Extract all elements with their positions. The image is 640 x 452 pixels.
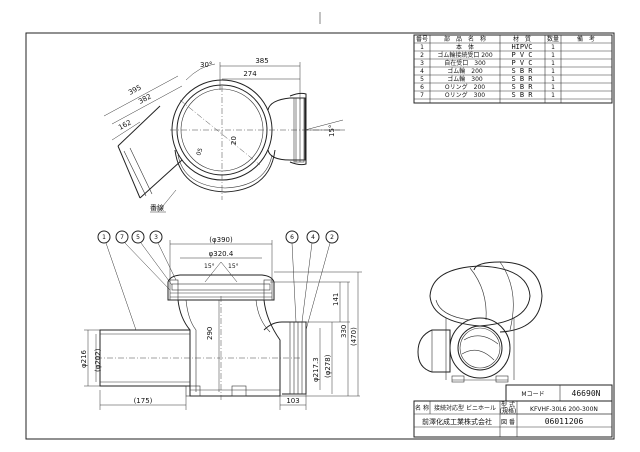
row-name: 自在受口 300 xyxy=(444,59,486,67)
row-qty: 1 xyxy=(551,44,555,51)
header-no: 番号 xyxy=(416,36,428,43)
balloon-label: 1 xyxy=(102,234,106,241)
dim-385: 385 xyxy=(255,57,268,65)
row-material: HIPVC xyxy=(511,43,532,51)
row-qty: 1 xyxy=(551,92,555,99)
model-label-line1: 型 式 xyxy=(501,401,515,409)
dim-103: 103 xyxy=(286,397,299,405)
row-material: S B R xyxy=(511,91,533,99)
table-row: 2 ゴム輪接続受口 200 P V C 1 xyxy=(420,51,555,59)
top-view: 385 274 30° 395 382 162 05 20 xyxy=(103,57,345,213)
balloon-label: 5 xyxy=(136,234,140,241)
row-name: ゴム輪接続受口 200 xyxy=(437,51,493,59)
dim-phi320: φ320.4 xyxy=(209,250,234,258)
isometric-view xyxy=(417,261,543,383)
balloon-label: 7 xyxy=(120,234,124,241)
dim-382: 382 xyxy=(137,92,153,105)
dim-phi202: (φ202) xyxy=(94,348,102,372)
header-note: 備 考 xyxy=(577,35,595,43)
row-name: ゴム輪 300 xyxy=(447,75,483,83)
angle-30: 30° xyxy=(200,61,212,69)
parts-table: 番号 部 品 名 称 材 質 数量 備 考 1 本 体 HIPVC 1 2 ゴム… xyxy=(413,34,613,104)
dim-20: 20 xyxy=(230,136,238,145)
model-value: KFVHF-30L6 200-300N xyxy=(530,406,598,413)
header-name: 部 品 名 称 xyxy=(444,35,486,43)
table-row: 7 Oリング 300 S B R 1 xyxy=(420,91,555,99)
header-material: 材 質 xyxy=(513,35,531,43)
drawing-border xyxy=(25,32,615,440)
row-no: 4 xyxy=(420,68,424,75)
balloon-6: 6 xyxy=(285,230,299,323)
dim-phi217: φ217.3 xyxy=(312,357,320,382)
row-qty: 1 xyxy=(551,60,555,67)
dim-395: 395 xyxy=(127,83,143,96)
balloon-5: 5 xyxy=(131,230,173,286)
code-value: 46690N xyxy=(572,389,601,398)
row-qty: 1 xyxy=(551,52,555,59)
angle-15a: 15° xyxy=(204,263,215,270)
code-label: Mコード xyxy=(521,391,544,398)
balloon-label: 4 xyxy=(311,234,315,241)
row-name: ゴム輪 200 xyxy=(447,67,483,75)
model-label-line2: (規格) xyxy=(500,407,517,415)
drawing-number: 06011206 xyxy=(545,417,584,426)
row-qty: 1 xyxy=(551,68,555,75)
company-name: 前澤化成工業株式会社 xyxy=(422,417,492,426)
radius-05: 05 xyxy=(195,147,204,157)
table-row: 3 自在受口 300 P V C 1 xyxy=(420,59,555,67)
table-row: 1 本 体 HIPVC 1 xyxy=(420,43,555,51)
row-no: 3 xyxy=(420,60,424,67)
row-name: Oリング 300 xyxy=(445,91,485,99)
dim-phi278: (φ278) xyxy=(324,354,332,378)
dim-290: 290 xyxy=(206,327,214,340)
row-material: P V C xyxy=(511,51,532,59)
balloon-label: 2 xyxy=(330,234,334,241)
angle-15: 15° xyxy=(328,125,336,137)
callout-wire: 番線 xyxy=(150,203,164,212)
name-value: 接続対応型 ビニホール xyxy=(434,404,496,412)
balloon-2: 2 xyxy=(305,230,339,331)
balloon-7: 7 xyxy=(115,230,171,291)
row-name: Oリング 200 xyxy=(445,83,485,91)
row-material: S B R xyxy=(511,83,533,91)
row-material: S B R xyxy=(511,75,533,83)
balloon-3: 3 xyxy=(149,230,177,281)
side-socket-inner xyxy=(457,325,503,371)
drawing-label: 図 番 xyxy=(501,419,515,426)
table-row: 5 ゴム輪 300 S B R 1 xyxy=(420,75,555,83)
front-view: 1 7 5 3 6 4 2 xyxy=(80,230,362,410)
table-row: 6 Oリング 200 S B R 1 xyxy=(420,83,555,91)
dim-141: 141 xyxy=(332,293,340,306)
balloon-label: 6 xyxy=(290,234,294,241)
dim-274: 274 xyxy=(243,70,257,78)
dim-162: 162 xyxy=(117,118,133,131)
row-material: S B R xyxy=(511,67,533,75)
row-no: 2 xyxy=(420,52,424,59)
row-material: P V C xyxy=(511,59,532,67)
row-no: 7 xyxy=(420,92,424,99)
title-block: Mコード 46690N 名 称 接続対応型 ビニホール 型 式 (規格) KFV… xyxy=(413,384,613,438)
row-no: 1 xyxy=(420,44,424,51)
table-row: 4 ゴム輪 200 S B R 1 xyxy=(420,67,555,75)
row-qty: 1 xyxy=(551,84,555,91)
name-label: 名 称 xyxy=(415,404,429,412)
angle-15b: 15° xyxy=(228,263,239,270)
dim-330: 330 xyxy=(340,325,348,338)
row-name: 本 体 xyxy=(456,43,474,51)
balloon-label: 3 xyxy=(154,234,158,241)
row-no: 6 xyxy=(420,84,424,91)
balloon-1: 1 xyxy=(97,230,137,331)
row-qty: 1 xyxy=(551,76,555,83)
side-socket-outer xyxy=(449,317,511,379)
dim-phi216: φ216 xyxy=(80,349,88,368)
header-qty: 数量 xyxy=(547,35,559,43)
row-no: 5 xyxy=(420,76,424,83)
dim-175: (175) xyxy=(134,397,153,405)
dim-phi390: (φ390) xyxy=(209,236,233,244)
dim-470: (470) xyxy=(350,327,358,346)
balloon-4: 4 xyxy=(301,230,320,323)
